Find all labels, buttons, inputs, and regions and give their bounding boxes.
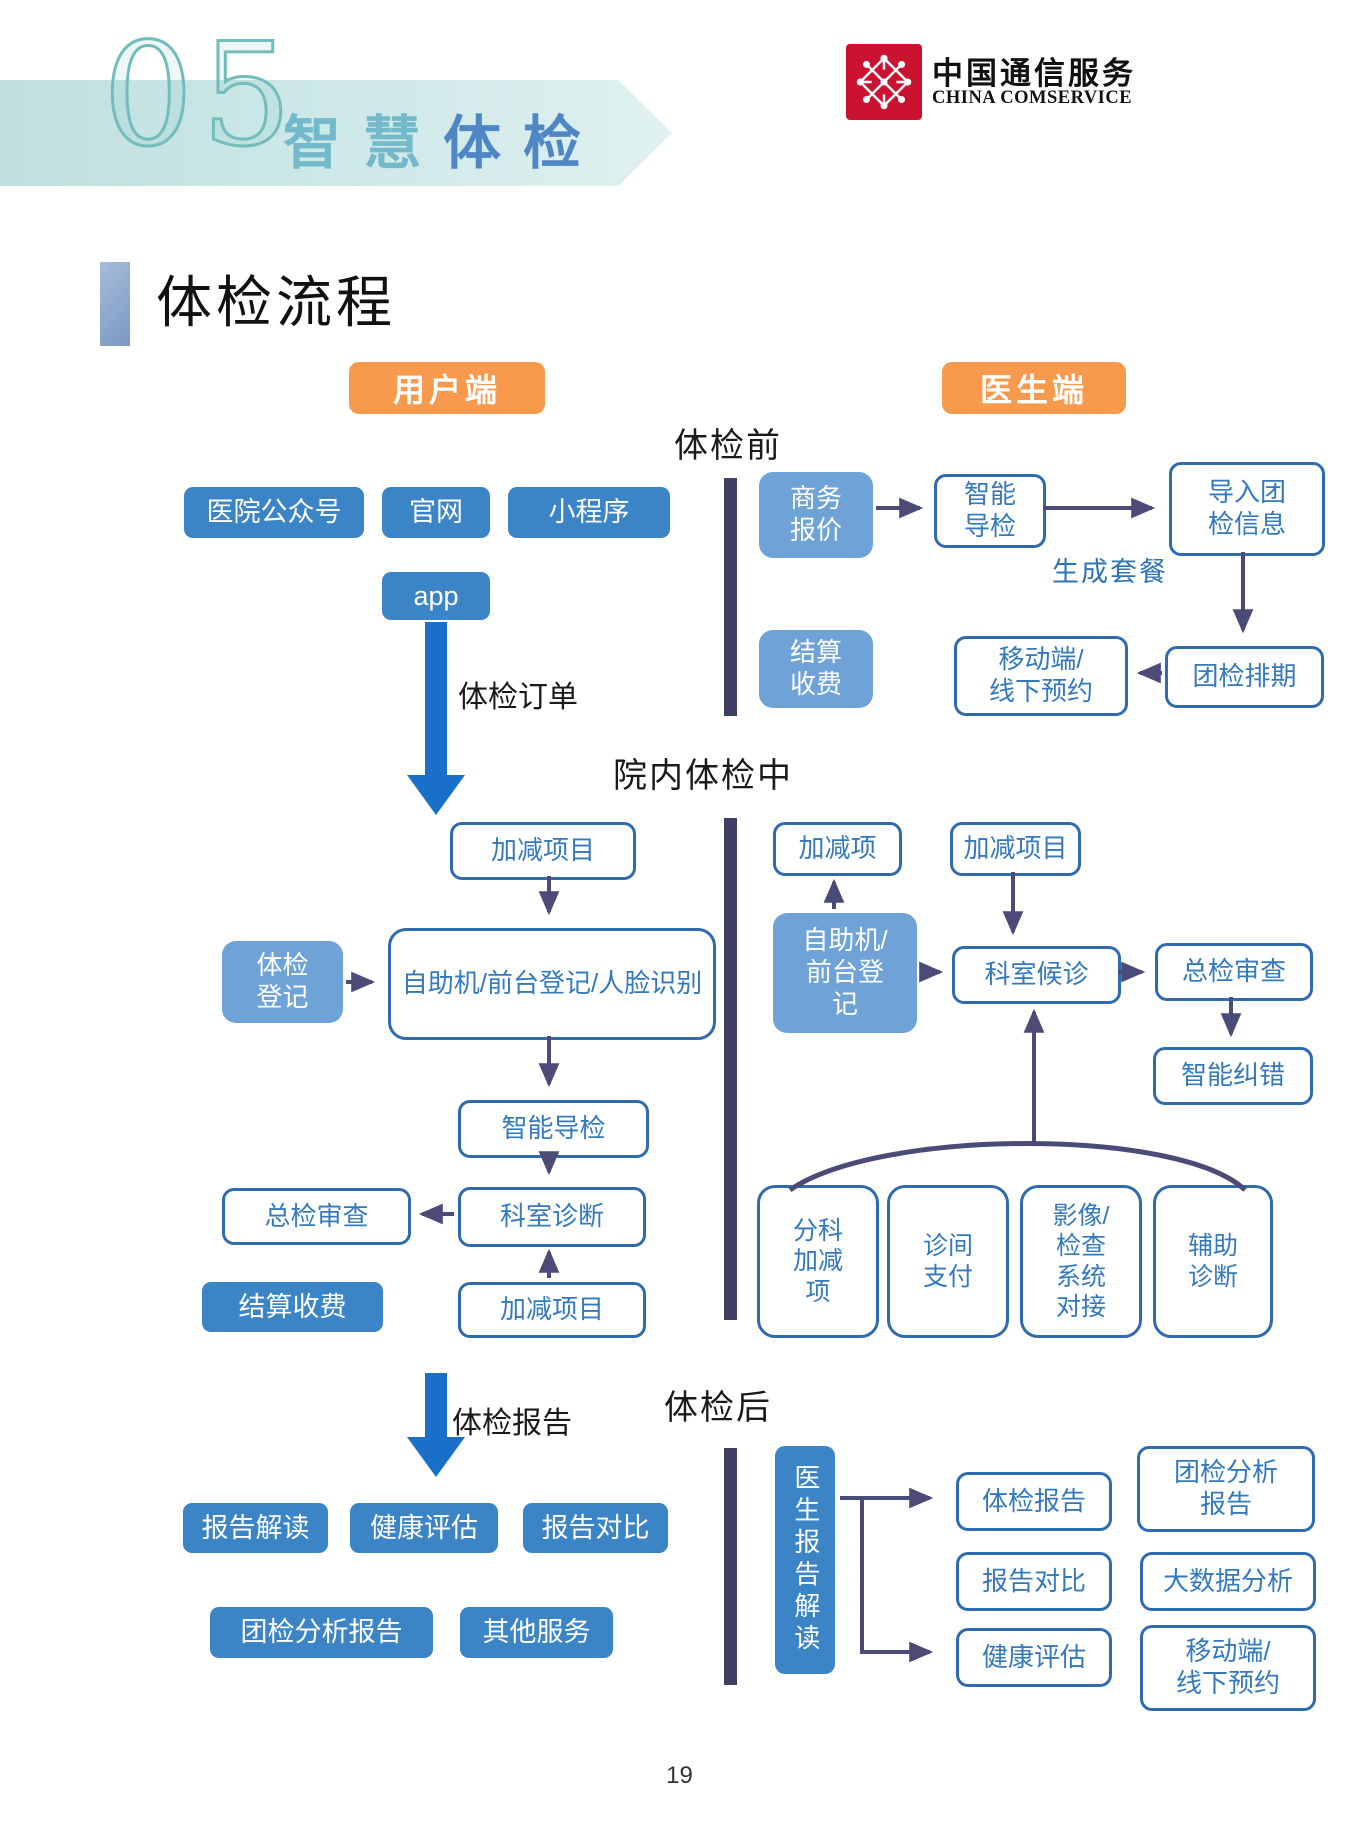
node-mobile-offline-booking-after: 移动端/ 线下预约 (1140, 1625, 1316, 1711)
node-mobile-offline-booking-before: 移动端/ 线下预约 (954, 636, 1128, 716)
title-accent-bar (100, 262, 130, 346)
page-number: 19 (666, 1762, 693, 1789)
node-group-schedule: 团检排期 (1165, 646, 1324, 708)
label-exam-order: 体检订单 (458, 681, 578, 714)
node-dept-adjust-items: 分科 加减 项 (757, 1185, 879, 1338)
logo-text-en: CHINA COMSERVICE (932, 88, 1133, 108)
node-assisted-diagnosis: 辅助 诊断 (1153, 1185, 1273, 1338)
node-group-analysis-report: 团检分析 报告 (1137, 1446, 1315, 1532)
node-user-health-assessment: 健康评估 (350, 1503, 498, 1553)
node-other-services: 其他服务 (460, 1607, 613, 1658)
chapter-banner (0, 80, 672, 186)
node-dept-diagnosis: 科室诊断 (458, 1187, 646, 1247)
node-big-data-analysis: 大数据分析 (1140, 1552, 1316, 1611)
node-user-adjust-items-top: 加减项目 (450, 822, 636, 880)
page-title: 体检流程 (156, 273, 396, 335)
big-arrow-exam-order (425, 622, 447, 777)
node-user-final-review: 总检审查 (222, 1188, 411, 1245)
node-user-adjust-items-bottom: 加减项目 (458, 1282, 646, 1338)
node-report-reading: 报告解读 (183, 1503, 328, 1553)
chapter-title: 智慧体检 (283, 96, 603, 180)
node-user-report-compare: 报告对比 (523, 1503, 668, 1553)
big-arrow-exam-report (425, 1373, 447, 1439)
comservice-logo-icon (846, 44, 922, 120)
node-doctor-adjust-items: 加减项目 (950, 822, 1081, 876)
brace-support-curve (788, 1141, 1247, 1193)
node-business-quote: 商务 报价 (759, 472, 873, 558)
chapter-number: 05 (102, 13, 300, 178)
node-self-service-register-doctor: 自助机/ 前台登 记 (773, 913, 917, 1033)
lane-badge-doctor: 医生端 (942, 362, 1126, 414)
node-smart-guide-during: 智能导检 (458, 1100, 649, 1158)
node-doctor-report-compare: 报告对比 (956, 1552, 1112, 1611)
label-generate-package: 生成套餐 (1052, 557, 1168, 587)
node-user-settlement: 结算收费 (202, 1282, 383, 1332)
node-doctor-final-review: 总检审查 (1155, 943, 1313, 1001)
node-doctor-health-assessment: 健康评估 (956, 1628, 1112, 1687)
node-mini-program: 小程序 (508, 487, 670, 538)
arrow-reading-to-health (860, 1498, 934, 1663)
stage-label-after: 体检后 (664, 1390, 772, 1427)
big-arrow-exam-report-head (407, 1437, 465, 1477)
stage-label-during: 院内体检中 (613, 758, 793, 795)
lane-divider-after (724, 1448, 737, 1685)
chapter-title-teal: 智慧 (283, 111, 444, 176)
node-smart-correction: 智能纠错 (1153, 1047, 1313, 1105)
big-arrow-exam-order-head (407, 775, 465, 815)
node-dept-waiting: 科室候诊 (952, 946, 1121, 1004)
logo-text-cn: 中国通信服务 (932, 56, 1136, 91)
lane-divider-during (724, 818, 737, 1320)
node-smart-guide-before: 智能 导检 (934, 474, 1046, 548)
node-exam-register: 体检 登记 (222, 941, 343, 1023)
node-consult-payment: 诊间 支付 (887, 1185, 1009, 1338)
label-exam-report: 体检报告 (452, 1407, 572, 1440)
node-user-group-report: 团检分析报告 (210, 1607, 433, 1658)
node-doctor-exam-report: 体检报告 (956, 1472, 1112, 1531)
stage-label-before: 体检前 (674, 428, 782, 465)
node-imaging-integration: 影像/ 检查 系统 对接 (1020, 1185, 1142, 1338)
lane-badge-user: 用户端 (349, 362, 545, 414)
node-app: app (382, 572, 490, 620)
node-import-group-info: 导入团 检信息 (1169, 462, 1325, 556)
node-settlement-before: 结算 收费 (759, 630, 873, 708)
node-official-website: 官网 (382, 487, 490, 538)
node-doctor-report-reading: 医生报告解读 (775, 1446, 835, 1674)
node-self-service-register-user: 自助机/前台登记/人脸识别 (388, 928, 716, 1040)
node-hospital-wechat: 医院公众号 (184, 487, 364, 538)
node-doctor-adjust-item: 加减项 (773, 822, 902, 876)
chapter-title-blue: 体检 (443, 111, 604, 176)
lane-divider-before (724, 478, 737, 716)
